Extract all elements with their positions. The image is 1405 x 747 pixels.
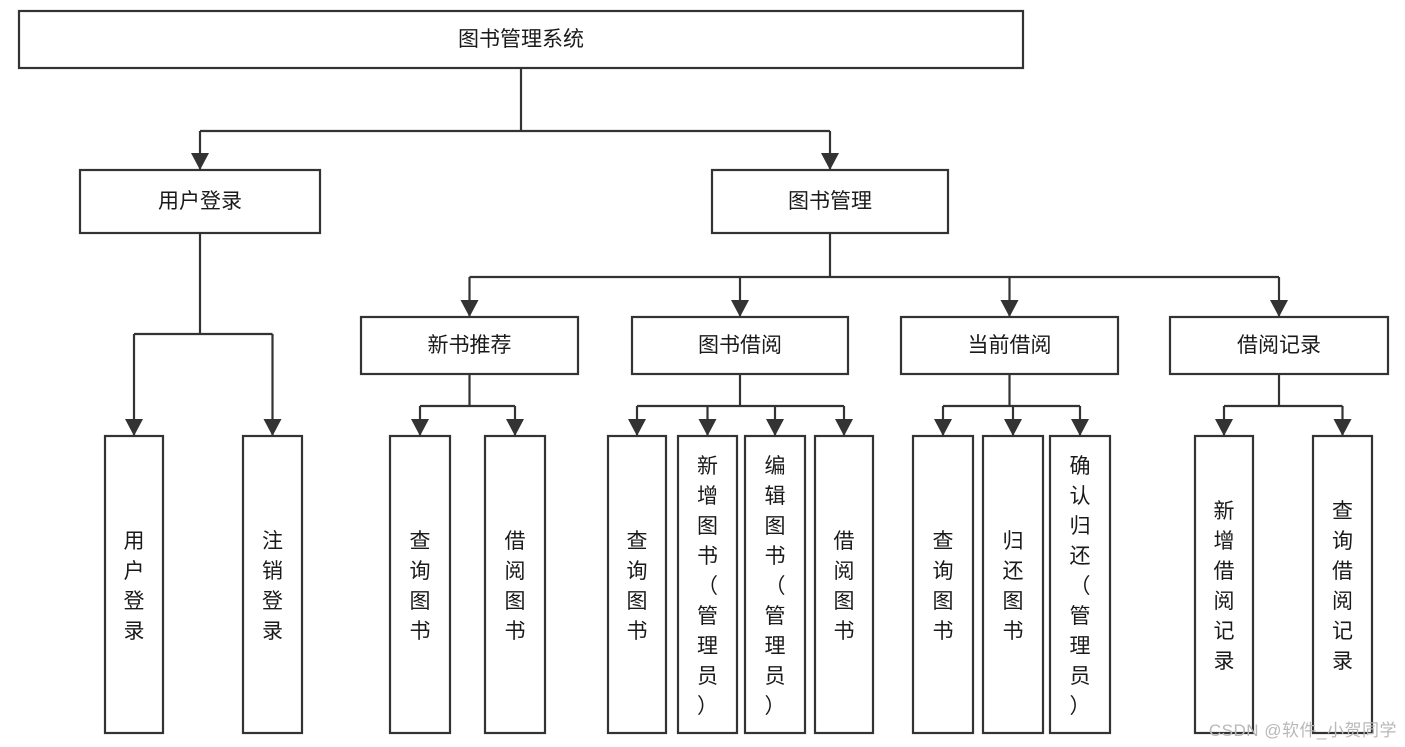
- node-box-leaf-edit-book-admin: [743, 434, 807, 735]
- connector-group-user-login: [125, 233, 282, 436]
- node-label-leaf-query-book-recommend: 查询图书: [410, 530, 431, 643]
- node-label-leaf-borrow-book: 借阅图书: [834, 530, 855, 643]
- arrow-head-icon: [125, 419, 143, 436]
- node-layer: 图书管理系统用户登录图书管理新书推荐图书借阅当前借阅借阅记录用户登录注销登录查询…: [17, 9, 1390, 735]
- node-leaf-borrow-book[interactable]: 借阅图书: [813, 434, 875, 735]
- node-box-book-manage: [710, 168, 950, 235]
- node-label-leaf-borrow-book-recommend: 借阅图书: [505, 530, 526, 643]
- node-leaf-query-book-current[interactable]: 查询图书: [911, 434, 975, 735]
- node-leaf-logout[interactable]: 注销登录: [241, 434, 304, 735]
- arrow-head-icon: [835, 419, 853, 436]
- node-label-leaf-return-book: 归还图书: [1003, 530, 1024, 643]
- node-leaf-return-book[interactable]: 归还图书: [981, 434, 1045, 735]
- node-label-current-borrow: 当前借阅: [968, 334, 1052, 357]
- node-label-book-manage: 图书管理: [788, 190, 872, 213]
- arrow-head-icon: [1333, 419, 1352, 436]
- arrow-head-icon: [731, 300, 749, 317]
- node-box-leaf-user-login: [103, 434, 165, 735]
- node-box-leaf-return-book: [981, 434, 1045, 735]
- node-label-root: 图书管理系统: [458, 28, 584, 51]
- node-box-leaf-add-book-admin: [676, 434, 739, 735]
- connector-group-new-book-recommend: [411, 374, 524, 436]
- node-label-leaf-add-borrow-record: 新增借阅记录: [1214, 500, 1235, 673]
- node-box-leaf-query-book-borrow: [606, 434, 668, 735]
- connector-group-book-borrow: [628, 374, 853, 436]
- node-book-manage[interactable]: 图书管理: [710, 168, 950, 235]
- arrow-head-icon: [1000, 300, 1019, 317]
- node-box-leaf-query-book-recommend: [388, 434, 452, 735]
- node-box-leaf-add-borrow-record: [1193, 434, 1255, 735]
- node-label-leaf-add-book-admin: 新增图书（管理员）: [697, 455, 718, 718]
- node-leaf-user-login[interactable]: 用户登录: [103, 434, 165, 735]
- node-label-book-borrow: 图书借阅: [698, 334, 782, 357]
- node-label-new-book-recommend: 新书推荐: [428, 334, 512, 357]
- arrow-head-icon: [766, 419, 784, 436]
- node-leaf-query-borrow-record[interactable]: 查询借阅记录: [1311, 434, 1374, 735]
- node-box-leaf-logout: [241, 434, 304, 735]
- arrow-head-icon: [1215, 419, 1233, 436]
- arrow-head-icon: [821, 153, 839, 170]
- node-box-current-borrow: [899, 315, 1120, 376]
- arrow-head-icon: [411, 419, 429, 436]
- node-current-borrow[interactable]: 当前借阅: [899, 315, 1120, 376]
- node-leaf-edit-book-admin[interactable]: 编辑图书（管理员）: [743, 434, 807, 735]
- node-box-leaf-borrow-book: [813, 434, 875, 735]
- node-label-leaf-query-book-borrow: 查询图书: [627, 530, 648, 643]
- node-leaf-add-borrow-record[interactable]: 新增借阅记录: [1193, 434, 1255, 735]
- connector-group-borrow-record: [1215, 374, 1352, 436]
- node-box-leaf-confirm-return-admin: [1048, 434, 1112, 735]
- arrow-head-icon: [263, 419, 282, 436]
- node-leaf-query-book-borrow[interactable]: 查询图书: [606, 434, 668, 735]
- node-label-leaf-query-borrow-record: 查询借阅记录: [1332, 500, 1353, 673]
- node-label-borrow-record: 借阅记录: [1237, 334, 1321, 357]
- arrow-head-icon: [191, 153, 209, 170]
- arrow-head-icon: [1270, 300, 1288, 317]
- node-leaf-confirm-return-admin[interactable]: 确认归还（管理员）: [1048, 434, 1112, 735]
- connector-group-root: [191, 68, 839, 170]
- arrow-head-icon: [1071, 419, 1089, 436]
- node-box-leaf-query-book-current: [911, 434, 975, 735]
- node-borrow-record[interactable]: 借阅记录: [1168, 315, 1390, 376]
- node-box-leaf-borrow-book-recommend: [483, 434, 547, 735]
- node-box-borrow-record: [1168, 315, 1390, 376]
- node-leaf-add-book-admin[interactable]: 新增图书（管理员）: [676, 434, 739, 735]
- node-label-user-login: 用户登录: [158, 190, 242, 213]
- arrow-head-icon: [506, 419, 524, 436]
- node-label-leaf-query-book-current: 查询图书: [933, 530, 954, 643]
- arrow-head-icon: [460, 300, 479, 317]
- node-box-new-book-recommend: [359, 315, 580, 376]
- arrow-head-icon: [628, 419, 646, 436]
- node-label-leaf-confirm-return-admin: 确认归还（管理员）: [1070, 455, 1091, 718]
- node-new-book-recommend[interactable]: 新书推荐: [359, 315, 580, 376]
- node-leaf-borrow-book-recommend[interactable]: 借阅图书: [483, 434, 547, 735]
- node-root[interactable]: 图书管理系统: [17, 9, 1025, 70]
- node-label-leaf-edit-book-admin: 编辑图书（管理员）: [765, 455, 786, 718]
- arrow-head-icon: [698, 419, 717, 436]
- arrow-head-icon: [1004, 419, 1022, 436]
- node-box-user-login: [78, 168, 322, 235]
- connector-group-book-manage: [460, 233, 1288, 317]
- node-user-login[interactable]: 用户登录: [78, 168, 322, 235]
- node-book-borrow[interactable]: 图书借阅: [630, 315, 850, 376]
- node-box-book-borrow: [630, 315, 850, 376]
- node-box-leaf-query-borrow-record: [1311, 434, 1374, 735]
- node-label-leaf-user-login: 用户登录: [124, 530, 145, 643]
- arrow-head-icon: [934, 419, 952, 436]
- node-label-leaf-logout: 注销登录: [262, 530, 283, 643]
- connector-layer: [125, 68, 1352, 436]
- node-leaf-query-book-recommend[interactable]: 查询图书: [388, 434, 452, 735]
- connector-group-current-borrow: [934, 374, 1089, 436]
- node-box-root: [17, 9, 1025, 70]
